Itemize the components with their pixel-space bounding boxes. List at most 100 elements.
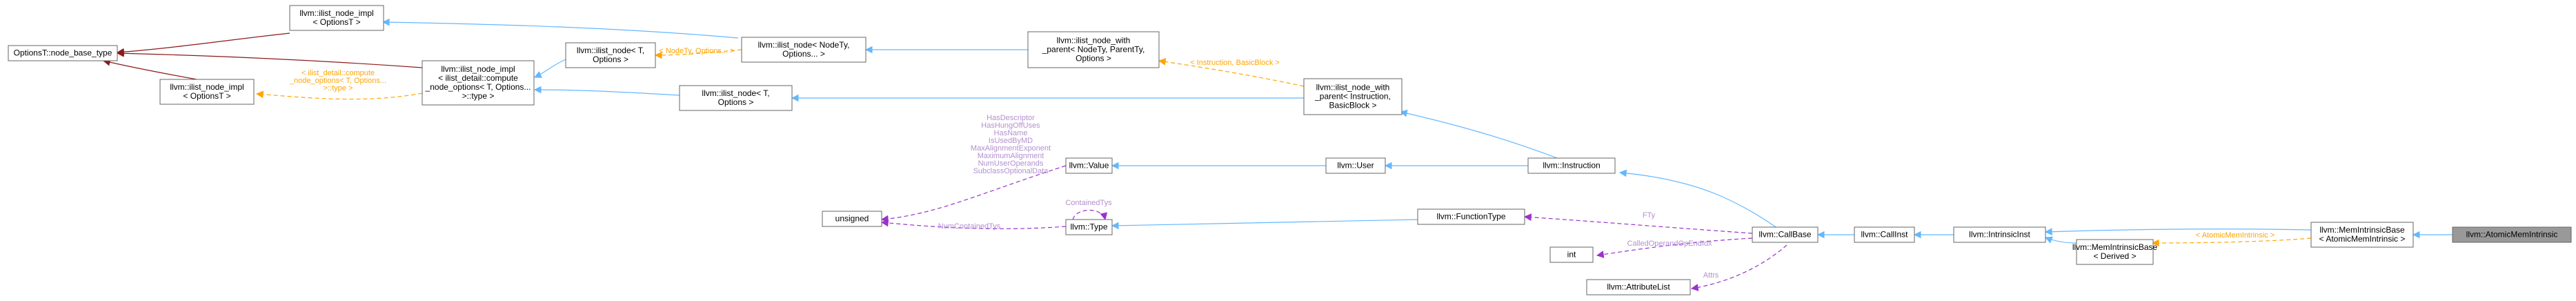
node-label: < AtomicMemIntrinsic > (2319, 234, 2406, 244)
node-box (2310, 222, 2414, 248)
edge-label-called-operand: CalledOperandOpEndIdx (1627, 240, 1712, 248)
edge-label-line: MaximumAlignment (978, 152, 1044, 160)
node-label: llvm::MemIntrinsicBase (2319, 225, 2405, 235)
node-ilist-node-with-parent-instruction[interactable]: llvm::ilist_node_with_parent< Instructio… (1303, 78, 1403, 115)
node-label: llvm::Value (1069, 161, 1109, 171)
node-ilist-node-impl-top[interactable]: llvm::ilist_node_impl< OptionsT > (289, 5, 384, 31)
edge-label-line: < Instruction, BasicBlock > (1190, 59, 1280, 67)
edge-mem-atomic-to-intrinsic (2044, 228, 2312, 236)
node-box (422, 60, 535, 106)
edge-mem-derived-to-intrinsic (2044, 236, 2077, 244)
edge-label-fty: FTy (1643, 211, 1656, 220)
edge-label-line: ContainedTys (1065, 199, 1112, 207)
edge-label-line: Attrs (1703, 271, 1719, 280)
node-label: int (1567, 250, 1576, 260)
node-llvm-type[interactable]: llvm::Type (1065, 219, 1113, 235)
edge-nodety-to-impl-top (382, 18, 739, 39)
edge-ilist-t-b-to-impl-compute (533, 86, 680, 96)
edge-label-line: IsUsedByMD (989, 137, 1033, 145)
node-label: llvm::ilist_node_impl (170, 82, 244, 92)
edge-label-instruction-basicblock: < Instruction, BasicBlock > (1190, 59, 1280, 67)
edge-label-line: >::type > (324, 84, 353, 93)
edge-label-compute-options: < ilist_detail::compute_node_options< T,… (289, 69, 386, 93)
node-box (1325, 157, 1386, 174)
node-ilist-node-nodety[interactable]: llvm::ilist_node< NodeTy,Options... > (741, 37, 866, 63)
node-box (1527, 157, 1616, 174)
node-box (1065, 219, 1113, 235)
node-label: llvm::User (1337, 161, 1374, 171)
node-ilist-node-impl-compute[interactable]: llvm::ilist_node_impl< ilist_detail::com… (422, 60, 535, 106)
edge-label-num-contained-tys: NumContainedTys (938, 222, 1001, 231)
node-ilist-node-t-options-a[interactable]: llvm::ilist_node< T,Options > (565, 42, 656, 68)
node-label: BasicBlock > (1329, 101, 1376, 110)
node-label: llvm::Type (1070, 222, 1107, 232)
edge-label-nodety-options: < NodeTy, Options... > (659, 47, 734, 55)
edge-label-line: _node_options< T, Options... (289, 77, 386, 85)
node-box (1549, 246, 1594, 263)
node-llvm-value[interactable]: llvm::Value (1065, 157, 1113, 174)
node-box (1752, 226, 1819, 243)
edge-label-line: CalledOperandOpEndIdx (1627, 240, 1712, 248)
node-label: llvm::ilist_node< NodeTy, (758, 40, 850, 50)
node-int[interactable]: int (1549, 246, 1594, 263)
node-llvm-call-inst[interactable]: llvm::CallInst (1854, 226, 1915, 243)
node-mem-intrinsic-base-atomic[interactable]: llvm::MemIntrinsicBase< AtomicMemIntrins… (2310, 222, 2414, 248)
edge-label-line: HasHungOffUses (981, 122, 1040, 130)
edge-label-line: NumUserOperands (978, 159, 1044, 168)
edge-instruction-to-with-parent (1399, 109, 1560, 159)
edge-impl-compute-to-base (116, 49, 423, 68)
edge-nodety-to-ilist-node-t-a (654, 49, 742, 59)
node-label: llvm::MemIntrinsicBase (2072, 242, 2158, 252)
node-unsigned[interactable]: unsigned (822, 211, 882, 227)
edge-with-parent-instr-to-generic (1158, 58, 1305, 87)
node-label: Options > (593, 55, 628, 64)
node-llvm-user[interactable]: llvm::User (1325, 157, 1386, 174)
edge-label-line: < NodeTy, Options... > (659, 47, 734, 55)
node-label: llvm::CallBase (1758, 230, 1811, 240)
node-box (1586, 279, 1691, 295)
node-options-base-type[interactable]: OptionsT::node_base_type (8, 45, 118, 61)
node-llvm-attribute-list[interactable]: llvm::AttributeList (1586, 279, 1691, 295)
node-label: llvm::AttributeList (1607, 282, 1670, 292)
node-label: < ilist_detail::compute (438, 73, 518, 83)
edge-label-attrs: Attrs (1703, 271, 1719, 280)
node-label: OptionsT::node_base_type (14, 48, 112, 58)
node-llvm-intrinsic-inst[interactable]: llvm::IntrinsicInst (1953, 226, 2046, 243)
node-mem-intrinsic-base-derived[interactable]: llvm::MemIntrinsicBase< Derived > (2072, 239, 2158, 265)
node-label: < OptionsT > (313, 17, 360, 27)
node-label: llvm::ilist_node_with (1316, 83, 1390, 93)
node-label: Options... > (782, 49, 825, 59)
edge-compute-to-impl-bottom (255, 90, 423, 100)
node-box (2452, 226, 2572, 243)
node-label: llvm::FunctionType (1436, 212, 1505, 222)
edge-label-line: SubclassOptionalData (973, 167, 1049, 175)
edge-function-type-to-type (1111, 219, 1418, 230)
edge-label-line: FTy (1643, 211, 1656, 220)
edge-type-self-contained (1072, 210, 1108, 221)
node-ilist-node-with-parent-generic[interactable]: llvm::ilist_node_with_parent< NodeTy, Pa… (1027, 31, 1160, 68)
node-label: < Derived > (2093, 251, 2136, 261)
edge-type-to-unsigned (880, 219, 1067, 229)
node-box (8, 45, 118, 61)
node-label: llvm::ilist_node< T, (702, 88, 769, 98)
node-label: llvm::IntrinsicInst (1969, 230, 2030, 240)
node-llvm-instruction[interactable]: llvm::Instruction (1527, 157, 1616, 174)
node-atomic-mem-intrinsic[interactable]: llvm::AtomicMemIntrinsic (2452, 226, 2572, 243)
node-box (741, 37, 866, 63)
node-label: llvm::ilist_node_impl (441, 64, 515, 74)
node-label: Options > (1076, 54, 1111, 64)
node-box (1854, 226, 1915, 243)
edge-label-line: HasName (994, 129, 1028, 137)
edge-label-atomic-mem-intrinsic: < AtomicMemIntrinsic > (2196, 231, 2275, 240)
node-llvm-call-base[interactable]: llvm::CallBase (1752, 226, 1819, 243)
edge-call-base-to-instruction (1618, 169, 1787, 235)
edge-mem-atomic-to-mem-derived (2151, 237, 2312, 247)
node-ilist-node-t-options-b[interactable]: llvm::ilist_node< T,Options > (679, 85, 793, 111)
node-llvm-function-type[interactable]: llvm::FunctionType (1417, 208, 1525, 225)
node-label: _node_options< T, Options... (425, 82, 531, 92)
node-ilist-node-impl-bottom[interactable]: llvm::ilist_node_impl< OptionsT > (159, 79, 255, 105)
edge-label-line: HasDescriptor (987, 114, 1035, 122)
node-box (1065, 157, 1113, 174)
node-label: llvm::ilist_node_with (1057, 36, 1131, 46)
